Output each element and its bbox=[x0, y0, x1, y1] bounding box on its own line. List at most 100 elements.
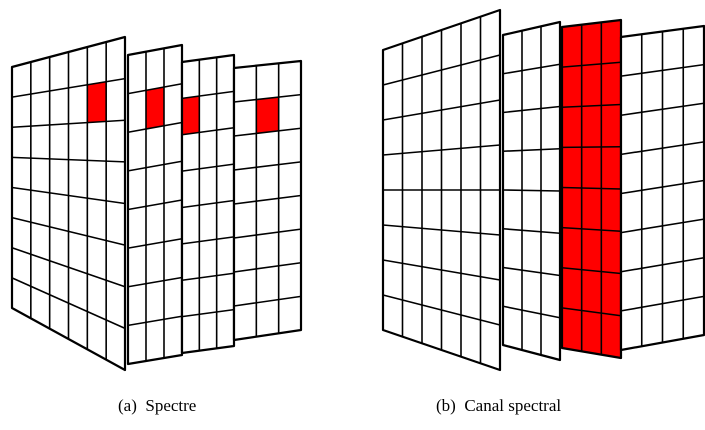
band-b-2-gridline bbox=[502, 227, 561, 235]
band-b-4 bbox=[619, 24, 705, 352]
caption-b: (b) Canal spectral bbox=[436, 396, 561, 416]
band-a-4-gridline bbox=[233, 194, 302, 205]
band-b-3-highlight-cell bbox=[601, 62, 621, 106]
band-a-3-gridline bbox=[181, 126, 235, 136]
band-a-1-gridline bbox=[11, 186, 126, 205]
band-b-3-highlight-cell bbox=[601, 188, 621, 232]
band-b-3-gridline bbox=[561, 103, 622, 109]
band-b-3-highlight-cell bbox=[562, 147, 582, 188]
band-a-3-gridline bbox=[181, 236, 235, 245]
band-a-3-border bbox=[180, 53, 236, 355]
band-b-3-highlight-cell bbox=[601, 230, 621, 274]
band-b-3-highlight-cell bbox=[562, 24, 582, 68]
band-a-1-gridline bbox=[11, 246, 126, 288]
band-b-3-highlight-cell bbox=[581, 146, 602, 189]
band-a-3 bbox=[180, 53, 236, 355]
band-a-3-highlight-cell bbox=[182, 96, 200, 135]
band-a-1-highlight-cell bbox=[87, 81, 107, 123]
band-b-3-highlight-cell bbox=[581, 22, 602, 66]
band-b-3-highlight-cell bbox=[581, 269, 602, 314]
band-b-2-gridline bbox=[502, 63, 561, 75]
band-a-2 bbox=[126, 43, 184, 366]
band-b-3-highlight-cell bbox=[562, 187, 582, 229]
caption-a-text: Spectre bbox=[145, 396, 197, 415]
band-b-3-highlight-cell bbox=[581, 63, 602, 107]
band-a-1 bbox=[10, 35, 127, 372]
band-b-3-highlight-cell bbox=[562, 267, 582, 311]
caption-a-label: (a) bbox=[118, 396, 137, 415]
caption-a: (a) Spectre bbox=[118, 396, 196, 416]
band-b-3-highlight-cell bbox=[562, 65, 582, 108]
band-b-1-gridline bbox=[382, 224, 501, 236]
band-b-2-border bbox=[501, 20, 562, 362]
band-a-1-gridline bbox=[11, 119, 126, 129]
band-a-2-highlight-cell bbox=[146, 87, 164, 129]
band-b-3-highlight-cell bbox=[581, 105, 602, 148]
band-b-4-gridline bbox=[620, 141, 705, 156]
band-a-3-gridline bbox=[181, 272, 235, 282]
band-b-3-highlight-cell bbox=[581, 188, 602, 231]
band-b-3-highlight-cell bbox=[581, 228, 602, 272]
band-a-4-gridline bbox=[233, 261, 302, 273]
band-a-3-gridline bbox=[181, 199, 235, 209]
band-b-4-gridline bbox=[620, 63, 705, 77]
band-a-4-gridline bbox=[233, 93, 302, 103]
band-b-4-gridline bbox=[620, 102, 705, 117]
band-b-3-highlight-cell bbox=[562, 106, 582, 148]
band-a-2-gridline bbox=[127, 315, 183, 327]
band-a-4 bbox=[232, 59, 303, 342]
band-b-1-gridline bbox=[382, 54, 501, 86]
band-a-3-gridline bbox=[181, 308, 235, 318]
band-a-2-gridline bbox=[127, 160, 183, 172]
panel-a-spectrum bbox=[10, 35, 303, 372]
caption-b-text: Canal spectral bbox=[464, 396, 562, 415]
band-b-2-gridline bbox=[502, 189, 561, 192]
band-a-2-gridline bbox=[127, 237, 183, 249]
band-b-1-gridline bbox=[382, 294, 501, 326]
band-b-3-highlight-cell bbox=[581, 310, 602, 355]
band-a-2-gridline bbox=[127, 121, 183, 134]
band-b-2-gridline bbox=[502, 105, 561, 114]
band-b-2 bbox=[501, 20, 562, 362]
band-a-1-gridline bbox=[11, 216, 126, 246]
panel-b-spectral-channel bbox=[381, 8, 705, 372]
band-a-2-gridline bbox=[127, 199, 183, 211]
band-b-1-gridline bbox=[382, 99, 501, 121]
band-a-3-gridline bbox=[181, 90, 235, 100]
band-a-4-gridline bbox=[233, 228, 302, 239]
band-a-4-border bbox=[232, 59, 303, 342]
band-b-3-highlight-cell bbox=[601, 104, 621, 147]
band-b-3-gridline bbox=[561, 61, 622, 68]
band-b-4-gridline bbox=[620, 256, 705, 273]
band-a-1-gridline bbox=[11, 277, 126, 330]
band-b-4-gridline bbox=[620, 218, 705, 234]
band-b-3-highlight-cell bbox=[601, 20, 621, 64]
band-b-3-gridline bbox=[561, 226, 622, 233]
band-a-1-gridline bbox=[11, 77, 126, 98]
band-a-3-gridline bbox=[181, 163, 235, 172]
band-a-4-gridline bbox=[233, 127, 302, 137]
band-b-3-gridline bbox=[561, 145, 622, 149]
band-b-4-gridline bbox=[620, 179, 705, 195]
band-b-1-gridline bbox=[382, 259, 501, 281]
band-b-1-gridline bbox=[382, 144, 501, 156]
band-a-4-highlight-cell bbox=[256, 97, 279, 134]
band-b-3-border bbox=[560, 18, 623, 360]
band-a-1-gridline bbox=[11, 156, 126, 163]
band-b-2-gridline bbox=[502, 147, 561, 153]
band-b-4-gridline bbox=[620, 295, 705, 312]
band-b-3-highlight-cell bbox=[601, 271, 621, 316]
band-b-3-highlight-cell bbox=[601, 146, 621, 189]
band-b-1-border bbox=[381, 8, 502, 372]
band-b-3-gridline bbox=[561, 186, 622, 190]
band-b-3-highlight-cell bbox=[562, 307, 582, 352]
band-b-3-gridline bbox=[561, 307, 622, 317]
band-b-3-gridline bbox=[561, 266, 622, 275]
band-b-3 bbox=[560, 18, 623, 360]
band-b-2-gridline bbox=[502, 266, 561, 277]
band-a-2-gridline bbox=[127, 276, 183, 288]
band-a-4-gridline bbox=[233, 161, 302, 171]
caption-b-label: (b) bbox=[436, 396, 456, 415]
band-a-2-border bbox=[126, 43, 184, 366]
